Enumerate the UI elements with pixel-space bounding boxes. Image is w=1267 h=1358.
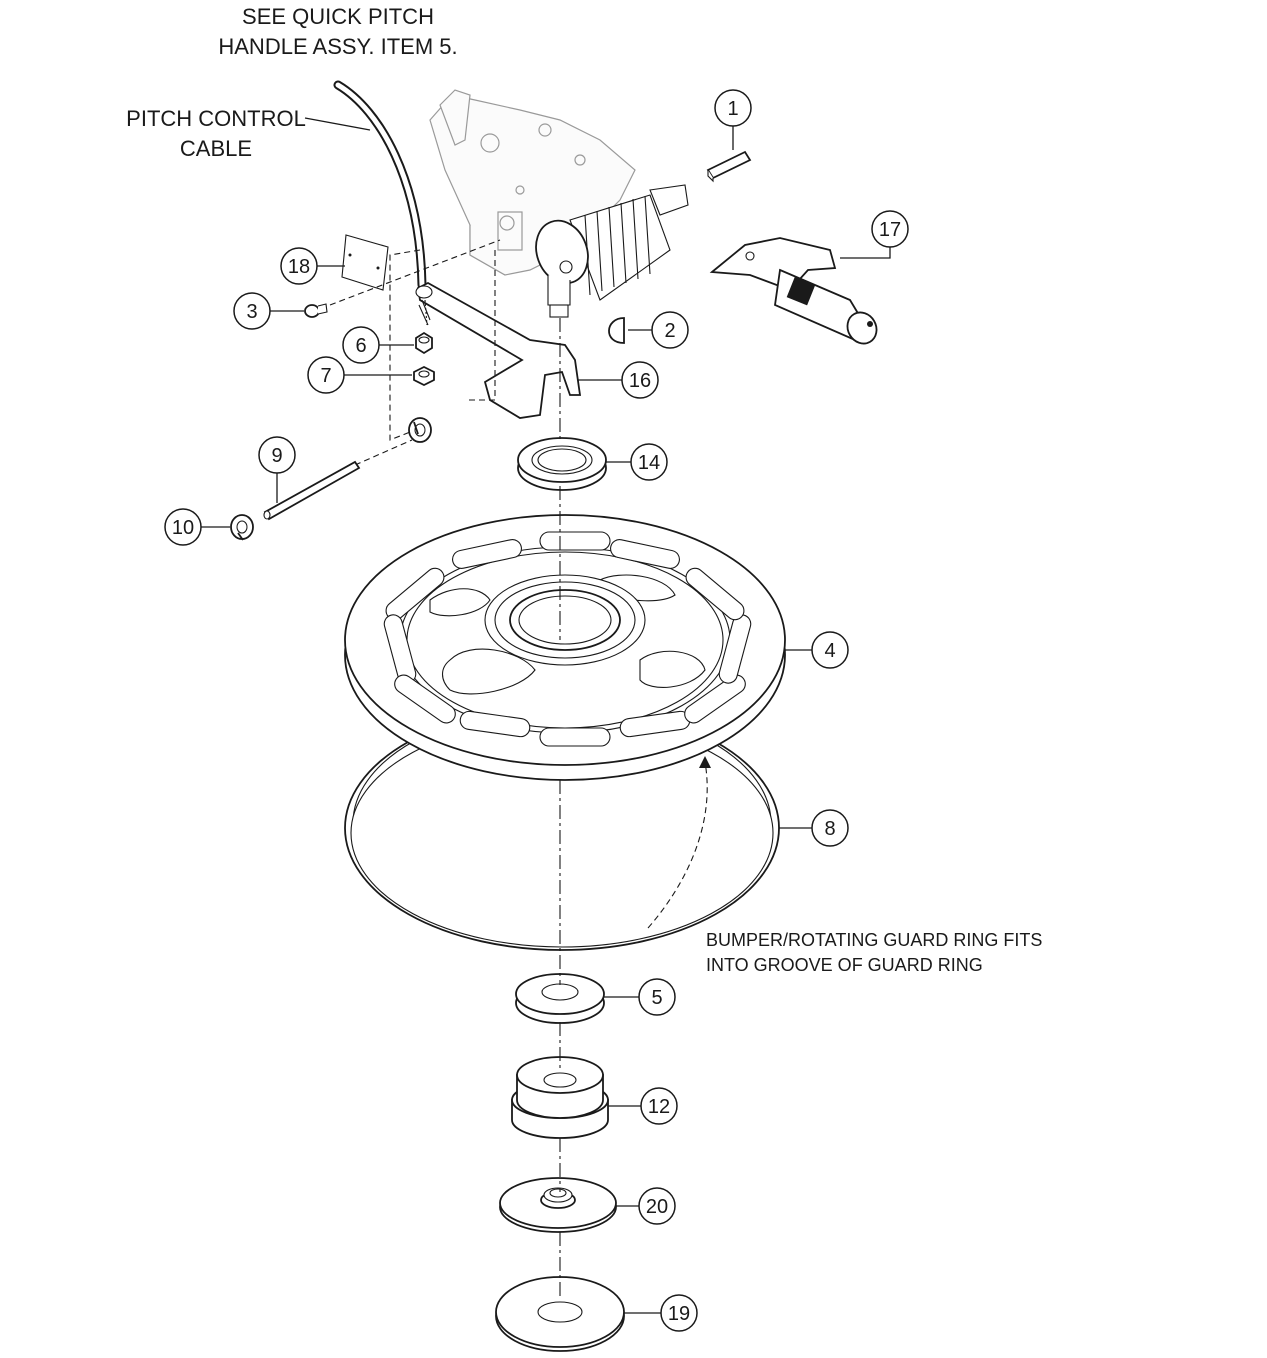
callout-balloon-10[interactable]: [164, 508, 202, 546]
guard-ring-note-line1: BUMPER/ROTATING GUARD RING FITS: [706, 930, 1042, 950]
pad-driver-plate: [499, 1177, 617, 1233]
jam-nut: [413, 365, 435, 387]
cover-plate: [341, 234, 389, 291]
retaining-clip: [230, 514, 254, 541]
motor-assembly: [535, 184, 689, 318]
pin-guide-line: [389, 249, 421, 441]
pitch-cable-label-line2: CABLE: [180, 136, 252, 161]
guard-ring-arrowhead: [699, 756, 711, 768]
callout-balloon-18[interactable]: [280, 247, 318, 285]
callout-number-12: 12: [648, 1096, 670, 1118]
bushing-washer: [515, 973, 605, 1024]
callout-number-10: 10: [172, 517, 194, 539]
callout-balloon-20[interactable]: [638, 1187, 676, 1225]
quick-pitch-handle: [709, 237, 878, 345]
callout-number-2: 2: [664, 320, 675, 342]
callout-balloon-6[interactable]: [342, 326, 380, 364]
callout-number-8: 8: [824, 818, 835, 840]
key-part: [706, 150, 752, 183]
callout-balloon-1[interactable]: [714, 89, 752, 127]
quick-pitch-note-line2: HANDLE ASSY. ITEM 5.: [218, 34, 457, 59]
callout-number-1: 1: [727, 98, 738, 120]
callout-balloon-4[interactable]: [811, 631, 849, 669]
callout-balloon-2[interactable]: [651, 311, 689, 349]
pitch-lever-fork: [415, 281, 582, 419]
callout-number-6: 6: [355, 335, 366, 357]
retaining-clip-upper: [408, 417, 432, 443]
woodruff-key: [608, 317, 625, 344]
callout-balloon-8[interactable]: [811, 809, 849, 847]
clevis-pin: [263, 460, 361, 521]
shaft-seal: [517, 437, 607, 491]
quick-pitch-note-line1: SEE QUICK PITCH: [242, 4, 434, 29]
pitch-control-cable: [333, 80, 427, 290]
guard-ring-note-line2: INTO GROOVE OF GUARD RING: [706, 955, 983, 975]
callout-number-14: 14: [638, 452, 660, 474]
screw-part: [304, 303, 328, 318]
callout-balloon-19[interactable]: [660, 1294, 698, 1332]
bottom-disc: [495, 1276, 625, 1352]
callout-number-20: 20: [646, 1196, 668, 1218]
callout-balloon-16[interactable]: [621, 361, 659, 399]
callout-number-4: 4: [824, 640, 835, 662]
callout-balloon-12[interactable]: [640, 1087, 678, 1125]
lever-guide-line: [465, 250, 496, 401]
callout-number-7: 7: [320, 365, 331, 387]
callout-balloon-7[interactable]: [307, 356, 345, 394]
callout-balloon-5[interactable]: [638, 978, 676, 1016]
callout-number-3: 3: [246, 301, 257, 323]
callout-number-18: 18: [288, 256, 310, 278]
callout-number-5: 5: [651, 987, 662, 1009]
pitch-cable-leader: [304, 117, 371, 131]
callout-number-16: 16: [629, 370, 651, 392]
drive-hub: [511, 1056, 609, 1139]
callout-number-19: 19: [668, 1303, 690, 1325]
lock-nut: [415, 331, 433, 355]
guard-ring-arrow: [647, 761, 708, 929]
callout-number-9: 9: [271, 445, 282, 467]
guard-plate: [344, 514, 786, 781]
callout-balloon-3[interactable]: [233, 292, 271, 330]
callout-17-leader: [840, 246, 891, 259]
callout-balloon-17[interactable]: [871, 210, 909, 248]
clevis-guide-line: [354, 439, 413, 466]
screw-axis-line: [329, 239, 501, 306]
callout-number-17: 17: [879, 219, 901, 241]
callout-balloon-9[interactable]: [258, 436, 296, 474]
pitch-cable-label-line1: PITCH CONTROL: [126, 106, 306, 131]
callout-balloon-14[interactable]: [630, 443, 668, 481]
